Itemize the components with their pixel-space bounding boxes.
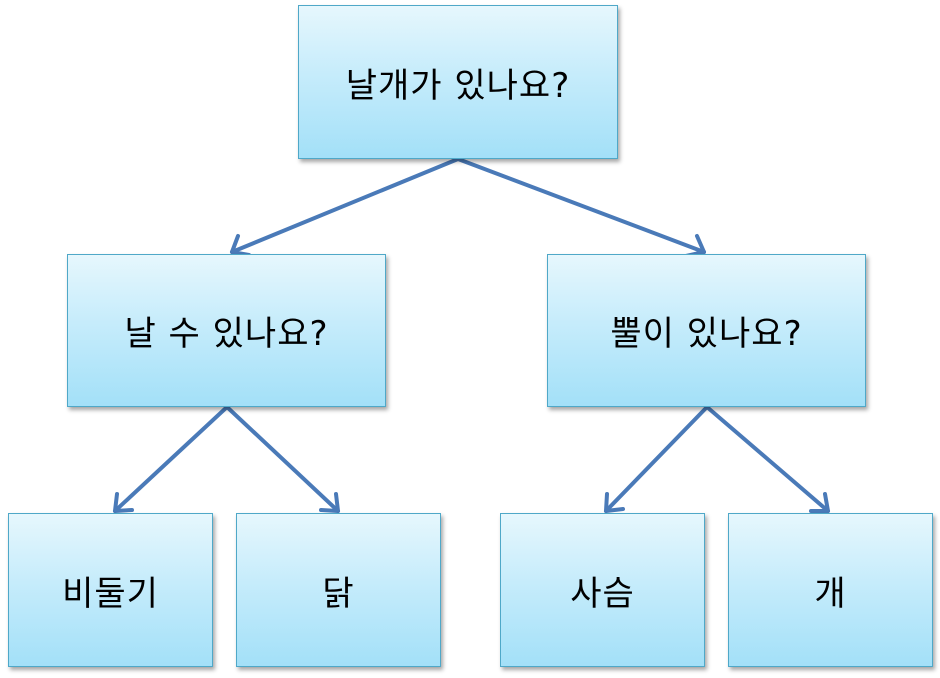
leaf-label-deer: 사슴 xyxy=(570,573,635,614)
edge-horn-question-to-dog xyxy=(705,405,830,513)
leaf-node-deer: 사슴 xyxy=(500,513,705,667)
leaf-label-pigeon: 비둘기 xyxy=(62,573,159,614)
leaf-label-chicken: 닭 xyxy=(322,573,355,614)
leaf-node-dog: 개 xyxy=(728,513,933,667)
edge-horn-question-to-deer xyxy=(604,405,709,513)
leaf-node-chicken: 닭 xyxy=(236,513,441,667)
horn-question-label: 뿔이 있나요? xyxy=(610,314,803,354)
fly-question-node: 날 수 있나요? xyxy=(67,254,386,407)
edge-fly-question-to-pigeon xyxy=(113,405,229,513)
horn-question-node: 뿔이 있나요? xyxy=(547,254,866,407)
leaf-label-dog: 개 xyxy=(814,573,847,614)
edge-root-to-horn-question xyxy=(456,157,706,258)
edge-root-to-fly-question xyxy=(230,157,460,257)
fly-question-label: 날 수 있나요? xyxy=(124,314,329,354)
leaf-node-pigeon: 비둘기 xyxy=(8,513,213,667)
edge-fly-question-to-chicken xyxy=(225,405,340,513)
root-question-label: 날개가 있나요? xyxy=(345,65,571,106)
root-question-node: 날개가 있나요? xyxy=(298,5,618,159)
